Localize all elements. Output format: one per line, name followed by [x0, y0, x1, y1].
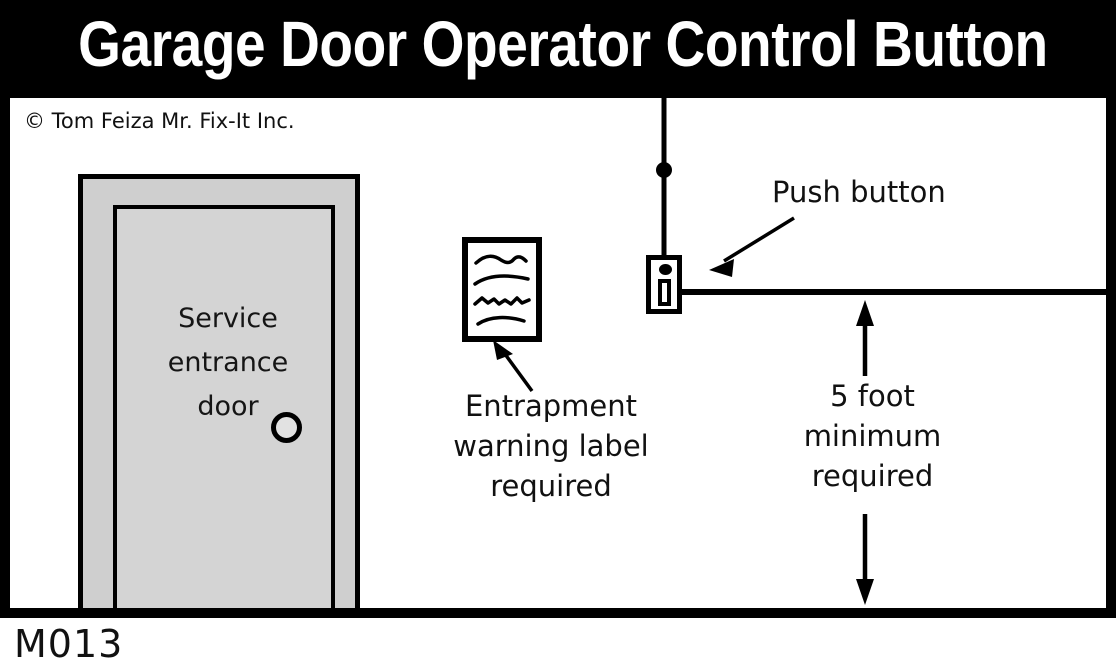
- copyright-notice: © Tom Feiza Mr. Fix-It Inc.: [24, 109, 295, 133]
- door-label-line-2: entrance: [167, 347, 289, 378]
- service-entrance-door: Service entrance door: [78, 174, 360, 608]
- wire-junction-dot-icon: [656, 162, 672, 178]
- door-panel: Service entrance door: [113, 205, 335, 608]
- door-label-line-1: Service: [178, 303, 278, 334]
- door-label-line-3: door: [197, 391, 259, 422]
- illustration-canvas: © Tom Feiza Mr. Fix-It Inc. Service entr…: [10, 98, 1106, 608]
- door-knob-icon: [271, 412, 302, 443]
- entrapment-warning-label-icon: [462, 237, 542, 342]
- squiggle-lines-icon: [473, 254, 531, 326]
- entrapment-annotation: Entrapment warning label required: [453, 389, 649, 503]
- title-bar: Garage Door Operator Control Button: [0, 0, 1116, 98]
- entrapment-leader-arrow: [493, 340, 534, 393]
- push-button-annotation: Push button: [772, 175, 946, 209]
- five-foot-annotation: 5 foot minimum required: [803, 379, 942, 493]
- page-title: Garage Door Operator Control Button: [78, 8, 1048, 80]
- figure-code: M013: [14, 622, 124, 666]
- button-plunger-icon[interactable]: [658, 279, 671, 306]
- push-button-device[interactable]: [646, 255, 682, 314]
- button-indicator-dot-icon: [659, 264, 672, 275]
- push-button-leader-arrow: [709, 216, 795, 277]
- door-label: Service entrance door: [117, 297, 339, 429]
